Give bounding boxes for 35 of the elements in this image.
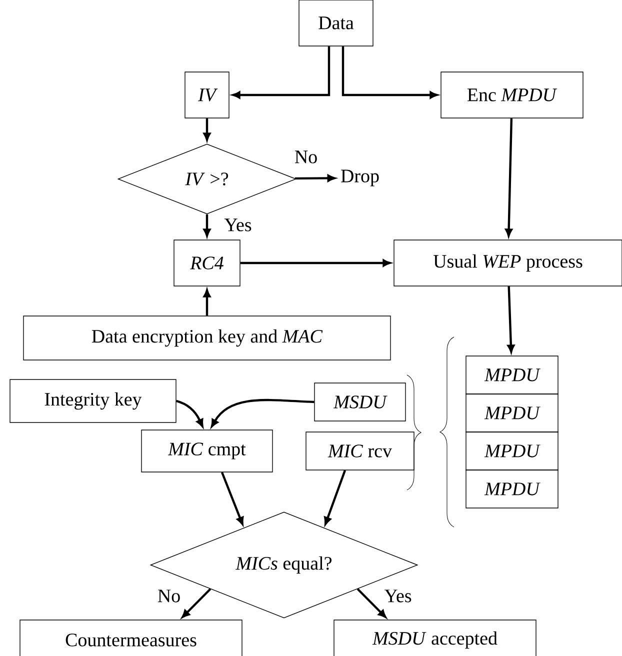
process-box: Countermeasures [20, 620, 242, 656]
arrow [507, 286, 515, 353]
arrow [220, 472, 244, 525]
process-box: MPDU [466, 470, 558, 508]
arrow [505, 118, 513, 237]
process-box: Integrity key [10, 379, 176, 423]
edge-label: Yes [223, 218, 253, 232]
arrow [176, 400, 204, 427]
end-text: Drop [341, 170, 379, 186]
process-box: Data [298, 0, 374, 46]
arrow [342, 46, 438, 99]
process-box: MSDU [314, 382, 406, 422]
arrow [203, 214, 211, 237]
process-box: MIC cmpt [141, 430, 273, 472]
process-box: Enc MPDU [440, 72, 584, 118]
process-box: MIC rcv [306, 432, 414, 470]
arrow [294, 174, 336, 182]
process-box: Usual WEP process [394, 240, 622, 286]
arrow [203, 118, 211, 141]
edge-label: No [156, 588, 182, 604]
process-box: MPDU [466, 356, 558, 394]
process-box: MPDU [466, 394, 558, 432]
arrow [232, 46, 330, 99]
arrow [182, 588, 212, 618]
arrow [356, 588, 386, 618]
arrow [324, 470, 346, 525]
process-box: Data encryption key and MAC [23, 316, 391, 360]
process-box: RC4 [174, 240, 240, 286]
arrow [203, 289, 211, 316]
process-box: IV [184, 72, 230, 118]
process-box: MPDU [466, 432, 558, 470]
arrow [240, 259, 391, 267]
edge-label: Yes [383, 588, 413, 604]
process-box: MSDU accepted [334, 620, 536, 656]
arrow [211, 398, 314, 428]
